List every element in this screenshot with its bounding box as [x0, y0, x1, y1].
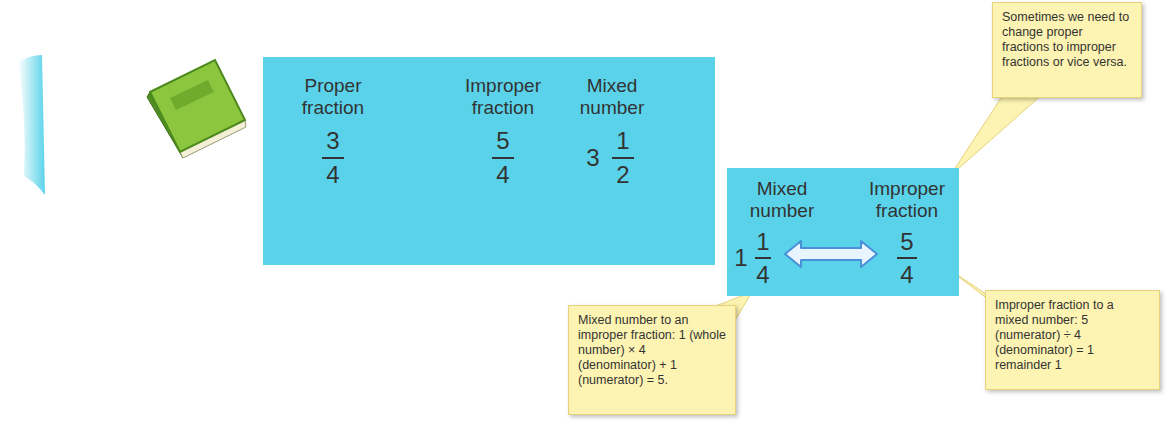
- text-slot: Improper fraction: [448, 75, 558, 119]
- text-slot: 1: [753, 228, 773, 256]
- fraction-bar: [492, 157, 514, 159]
- denominator: 4: [318, 161, 348, 189]
- text-slot: 5: [894, 228, 920, 256]
- column-heading: Mixed number: [557, 75, 667, 119]
- fraction-bar: [897, 257, 917, 259]
- explanation-callout: Improper fraction to a mixed number: 5 (…: [985, 290, 1160, 390]
- numerator: 3: [318, 127, 348, 155]
- fraction-types-panel: Proper fraction 3 4 Improper fraction 5 4 Mixe…: [263, 57, 715, 265]
- text-slot: Mixed number: [557, 75, 667, 119]
- double-arrow: [785, 241, 877, 267]
- text-slot: 3: [581, 144, 605, 172]
- text-slot: 3: [318, 127, 348, 155]
- fraction-bar: [612, 157, 634, 159]
- callout-text: Improper fraction to a mixed number: 5 (…: [995, 298, 1150, 373]
- text-slot: Proper fraction: [278, 75, 388, 119]
- callout-text: Mixed number to an improper fraction: 1 …: [578, 313, 726, 388]
- text-slot: 1: [611, 127, 635, 155]
- text-slot: 4: [894, 261, 920, 289]
- book-icon: [147, 60, 246, 158]
- text-slot: 1: [732, 244, 750, 272]
- text-slot: 2: [611, 161, 635, 189]
- numerator: 5: [894, 228, 920, 256]
- text-slot: Mixed number: [732, 178, 832, 222]
- note-callout: Sometimes we need to change proper fract…: [992, 2, 1142, 98]
- denominator: 4: [488, 161, 518, 189]
- whole-number: 3: [581, 144, 605, 172]
- denominator: 2: [611, 161, 635, 189]
- text-slot: Improper fraction: [859, 178, 955, 222]
- numerator: 1: [611, 127, 635, 155]
- callout-tail: [950, 92, 1045, 176]
- explanation-callout: Mixed number to an improper fraction: 1 …: [568, 305, 736, 415]
- text-slot: 5: [488, 127, 518, 155]
- fraction-bar: [755, 257, 771, 259]
- column-heading: Proper fraction: [278, 75, 388, 119]
- text-slot: 4: [488, 161, 518, 189]
- numerator: 5: [488, 127, 518, 155]
- cyan-sliver: [18, 55, 45, 195]
- denominator: 4: [753, 261, 773, 289]
- column-heading: Improper fraction: [859, 178, 955, 222]
- whole-number: 1: [732, 244, 750, 272]
- callout-text: Sometimes we need to change proper fract…: [1002, 10, 1132, 70]
- denominator: 4: [894, 261, 920, 289]
- numerator: 1: [753, 228, 773, 256]
- text-slot: 4: [318, 161, 348, 189]
- column-heading: Improper fraction: [448, 75, 558, 119]
- text-slot: 4: [753, 261, 773, 289]
- column-heading: Mixed number: [732, 178, 832, 222]
- conversion-panel: Mixed numberImproper fraction11454: [727, 168, 959, 296]
- fraction-bar: [322, 157, 344, 159]
